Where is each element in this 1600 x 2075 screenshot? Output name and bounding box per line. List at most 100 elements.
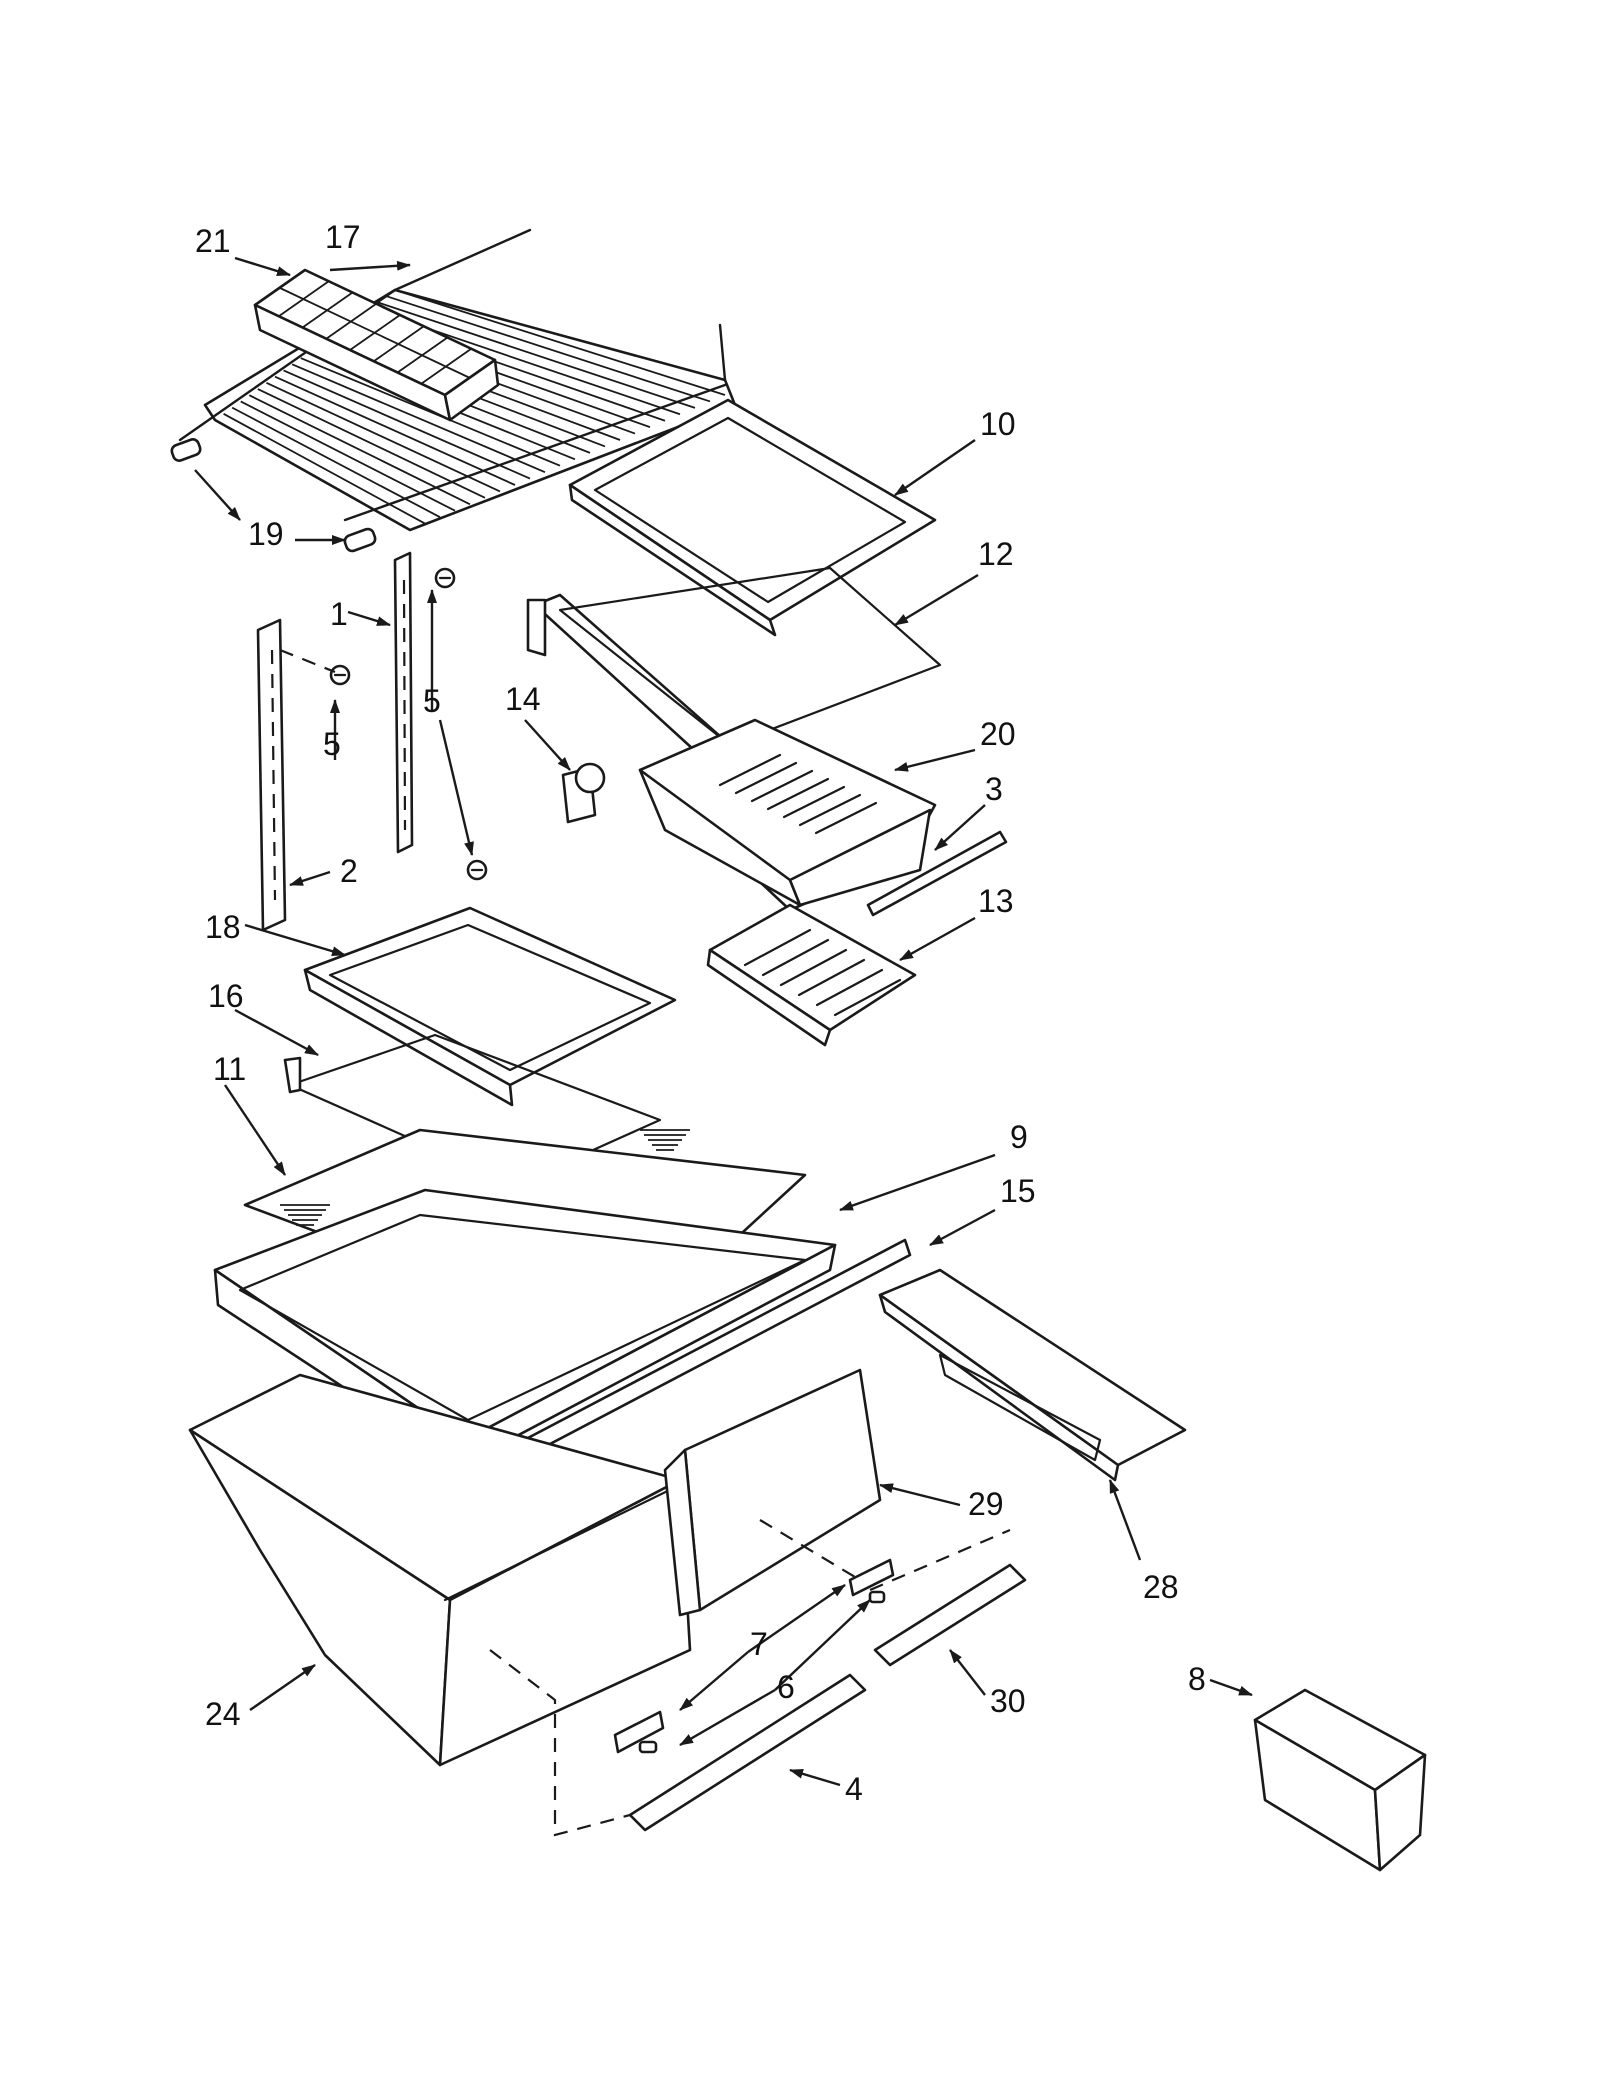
tray-rib: [833, 978, 902, 1017]
callout-18: 18: [205, 909, 241, 945]
callout-15: 15: [1000, 1173, 1036, 1209]
callout-leader: [329, 260, 411, 272]
shelf-wire: [377, 301, 696, 409]
part-13-tray: [706, 903, 917, 1047]
callout-leader: [747, 1584, 846, 1653]
tray-rib: [779, 948, 848, 987]
tray-rib: [797, 958, 866, 997]
part-7-slide-a: [613, 1710, 665, 1754]
callout-6: 6: [777, 1669, 795, 1705]
callout-leader: [839, 1153, 996, 1212]
drawer-rib: [750, 769, 814, 803]
shelf-wire: [257, 388, 486, 499]
tray-rib: [761, 938, 830, 977]
callout-leaders: [194, 256, 1253, 1787]
callout-leader: [289, 870, 331, 887]
part-18-glass-shelf: [303, 906, 677, 1107]
callout-8: 8: [1188, 1661, 1206, 1697]
part-6-clip-b: [868, 1590, 886, 1604]
drawer-rib: [766, 777, 830, 811]
callout-19: 19: [248, 516, 284, 552]
callout-7: 7: [750, 1626, 768, 1662]
drawer-rib: [718, 753, 782, 787]
part-30-trim: [873, 1563, 1027, 1667]
drawer-rib: [798, 793, 862, 827]
callout-leader: [949, 1649, 986, 1696]
callout-2: 2: [340, 853, 358, 889]
callout-leader: [899, 916, 976, 962]
callout-leader: [234, 256, 291, 277]
callout-3: 3: [985, 771, 1003, 807]
drawer-rib: [814, 801, 878, 835]
part-14-control: [561, 762, 606, 824]
callout-leader: [524, 719, 571, 771]
part-21-ice-tray: [253, 268, 500, 422]
shelf-wire: [274, 375, 516, 486]
part-3-rod: [866, 830, 1008, 917]
callout-14: 14: [505, 681, 541, 717]
callout-30: 30: [990, 1683, 1026, 1719]
callout-29: 29: [968, 1486, 1004, 1522]
shelf-wire: [386, 295, 711, 403]
callout-leader: [234, 1008, 319, 1057]
callout-leader: [224, 1084, 286, 1176]
part-19-shelf-stud-a: [170, 438, 202, 462]
callout-leader: [347, 610, 391, 627]
part-7-slide-b: [848, 1558, 895, 1597]
part-6-clip-a: [638, 1740, 658, 1754]
part-8-door-bin: [1253, 1688, 1427, 1872]
callout-leader: [774, 1599, 871, 1691]
callout-5a: 5: [323, 726, 341, 762]
drawer-rib: [734, 761, 798, 795]
callout-leader: [679, 1688, 776, 1747]
callout-leader: [679, 1651, 749, 1711]
callout-24: 24: [205, 1696, 241, 1732]
callout-16: 16: [208, 978, 244, 1014]
part-2-shelf-ladder: [256, 618, 287, 932]
callout-leader: [789, 1768, 841, 1787]
callout-labels: 1 2 3 4 5 5 6 7 8 9 10 11 12 13 14 15 16…: [195, 219, 1206, 1807]
callout-leader: [879, 1483, 961, 1507]
drawer-rib: [782, 785, 846, 819]
callout-leader: [194, 469, 241, 521]
part-5-screw-b: [329, 664, 351, 686]
part-28-rail: [878, 1268, 1187, 1482]
shelf-wire: [223, 413, 426, 525]
callout-leader: [894, 573, 979, 627]
callout-leader: [894, 439, 976, 496]
shelf-wire: [394, 289, 726, 396]
tray-rib: [815, 968, 884, 1007]
callout-leader: [894, 748, 976, 772]
callout-12: 12: [978, 536, 1014, 572]
shelf-wire: [283, 369, 531, 480]
shelf-wire: [214, 419, 411, 531]
part-20-crisper-drawer: [638, 718, 937, 912]
callout-11: 11: [213, 1051, 246, 1087]
shelf-wire: [266, 382, 501, 493]
callout-leader: [249, 1664, 316, 1711]
shelf-wire: [248, 394, 471, 506]
part-19-shelf-stud-b: [343, 527, 377, 553]
callout-20: 20: [980, 716, 1016, 752]
callout-leader: [244, 923, 346, 957]
callout-leader: [1108, 1479, 1142, 1561]
part-1-shelf-ladder: [393, 551, 414, 854]
part-5-screw-a: [434, 567, 456, 589]
part-4-trim: [628, 1673, 867, 1832]
callout-leader: [929, 1208, 996, 1247]
callout-28: 28: [1143, 1569, 1179, 1605]
callout-9: 9: [1010, 1119, 1028, 1155]
tray-rib: [743, 928, 812, 967]
callout-leader: [1209, 1678, 1253, 1697]
callout-21: 21: [195, 223, 231, 259]
part-29-crisper-pan: [663, 1368, 882, 1617]
part-5-screw-c: [466, 859, 488, 881]
callout-1: 1: [330, 596, 348, 632]
part-24-crisper-pan: [188, 1373, 692, 1767]
callout-leader: [438, 719, 474, 856]
part-10-glass-shelf: [568, 398, 937, 637]
ice-cell-divider: [279, 287, 471, 379]
callout-5b: 5: [423, 683, 441, 719]
callout-10: 10: [980, 406, 1016, 442]
